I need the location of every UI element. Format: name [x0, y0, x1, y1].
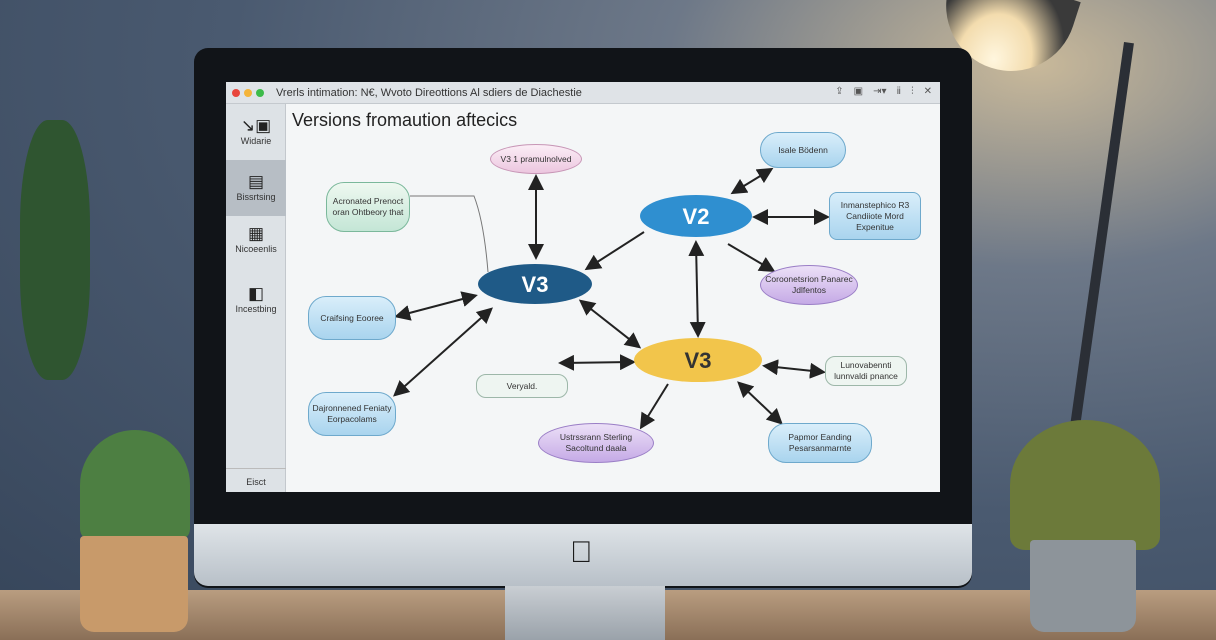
node-ustrs[interactable]: Ustrssrann Sterling Sacoltund daala [538, 423, 654, 463]
share-icon[interactable]: ⇪ [835, 86, 844, 97]
connector [639, 383, 669, 430]
connector [762, 359, 826, 379]
minimize-window-button[interactable] [244, 88, 252, 97]
node-craif[interactable]: Craifsing Eooree [308, 296, 396, 340]
copy-icon[interactable]: ▣ [853, 86, 864, 97]
monitor-chin [194, 524, 972, 586]
connector [727, 243, 776, 273]
layers-icon: ▤ [247, 172, 265, 191]
node-coroon[interactable]: Coroonetsrion Panarec Jdlfentos [760, 265, 858, 305]
apple-logo-icon:  [570, 536, 593, 570]
node-inman[interactable]: Inmanstephico R3 Candiiote Mord Expenitu… [829, 192, 921, 240]
window-title: Vrerls intimation: N€, Wvoto Direottions… [276, 86, 582, 99]
connector [394, 291, 478, 321]
connector [584, 231, 645, 271]
plant-left [80, 430, 190, 540]
sidebar-item-nicoeenlis[interactable]: ▦Nicoeenlis [226, 224, 286, 254]
sidebar-item-incestbing[interactable]: ◧Incestbing [226, 284, 286, 314]
node-v2[interactable]: V2 [640, 195, 752, 237]
connector [688, 240, 706, 338]
chart-icon[interactable]: ⫶ [911, 86, 914, 97]
node-veryald[interactable]: Veryald. [476, 374, 568, 398]
node-v3-yellow[interactable]: V3 [634, 338, 762, 382]
sidebar-footer-button[interactable]: Eisct [226, 468, 286, 487]
node-isale[interactable]: Isale Bödenn [760, 132, 846, 168]
plugin-icon: ◧ [247, 284, 265, 303]
connector [737, 381, 783, 425]
sidebar: ↘▣Widarie ▤Bissrtsing ▦Nicoeenlis ◧Inces… [226, 104, 286, 492]
app-window: Vrerls intimation: N€, Wvoto Direottions… [226, 82, 940, 492]
plant-background [20, 120, 90, 380]
sidebar-item-bissrtsing[interactable]: ▤Bissrtsing [226, 160, 286, 216]
connector-layer [393, 167, 830, 430]
pot-right [1030, 540, 1136, 632]
connector [558, 354, 636, 371]
title-bar: Vrerls intimation: N€, Wvoto Direottions… [226, 82, 940, 104]
pointer-icon: ↘▣ [240, 116, 272, 135]
page-title: Versions fromaution aftecics [292, 110, 518, 130]
sidebar-item-widarie[interactable]: ↘▣Widarie [226, 116, 286, 146]
node-papmor[interactable]: Papmor Eanding Pesarsanmarnte [768, 423, 872, 463]
connector [578, 299, 642, 349]
node-top[interactable]: V3 1 pramulnolved [490, 144, 582, 174]
pot-left [80, 536, 188, 632]
node-lunov[interactable]: Lunovabennti lunnvaldi pnance [825, 356, 907, 386]
close-icon[interactable]: ✕ [923, 86, 932, 97]
node-dajron[interactable]: Dajronnened Feniaty Eorpacolams [308, 392, 396, 436]
export-icon[interactable]: ⇥▾ [873, 86, 887, 97]
node-v3-main[interactable]: V3 [478, 264, 592, 304]
plant-right [1010, 420, 1160, 550]
info-icon[interactable]: ⅱ [896, 86, 902, 97]
connector [410, 195, 489, 273]
connector [393, 307, 493, 397]
connector [730, 167, 774, 195]
node-acronated[interactable]: Acronated Prenoct oran Ohtbeory that [326, 182, 410, 232]
grid-icon: ▦ [247, 224, 265, 243]
close-window-button[interactable] [232, 88, 240, 97]
monitor-stand [505, 586, 665, 640]
maximize-window-button[interactable] [256, 88, 264, 97]
